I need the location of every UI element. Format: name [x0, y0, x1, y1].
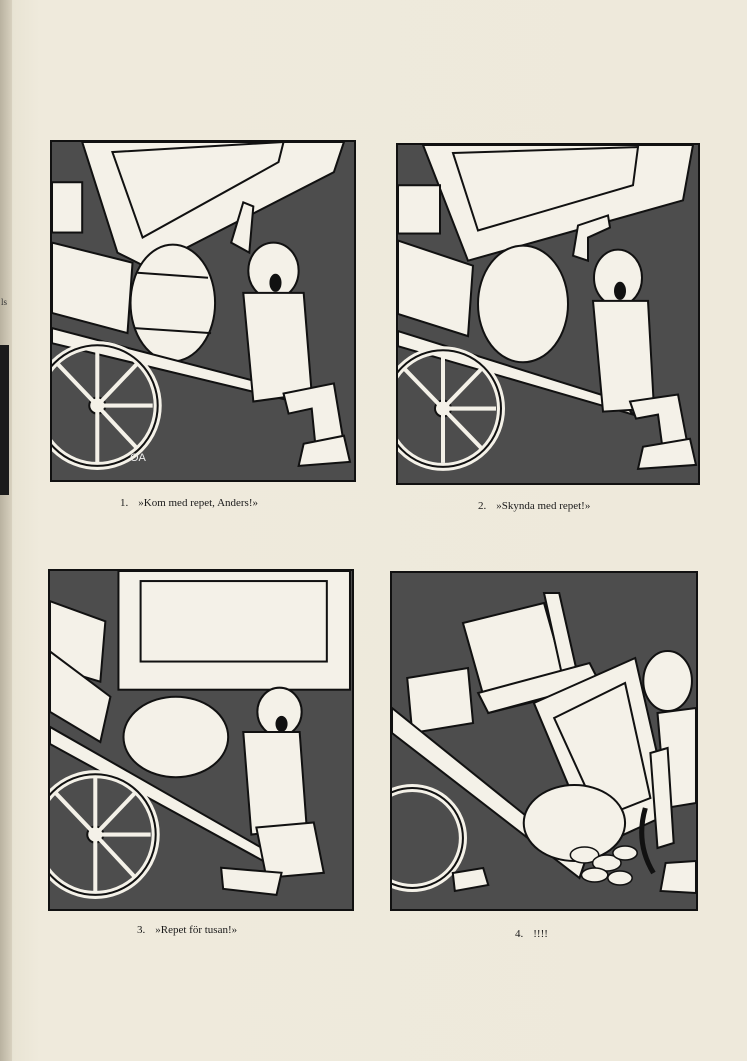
panel-1-illustration: [52, 142, 354, 480]
caption-text: !!!!: [533, 928, 548, 940]
panel-2-illustration: [398, 145, 698, 483]
caption-number: 3.: [137, 924, 146, 936]
artist-signature: OA: [130, 452, 146, 464]
caption-panel-4: 4.!!!!: [515, 928, 548, 940]
edge-dark-strip: [0, 345, 9, 495]
caption-text: »Skynda med repet!»: [496, 500, 591, 512]
caption-panel-1: 1. »Kom med repet, Anders!»: [120, 497, 258, 509]
caption-number: 2.: [478, 500, 487, 512]
comic-panel-1: [50, 140, 356, 482]
caption-number: 4.: [515, 928, 524, 940]
panel-3-illustration: [50, 571, 352, 909]
page-binding-shadow: [0, 0, 12, 1061]
caption-panel-3: 3. »Repet för tusan!»: [137, 924, 237, 936]
caption-text: »Kom med repet, Anders!»: [138, 497, 258, 509]
panel-4-illustration: [392, 573, 696, 909]
caption-text: »Repet för tusan!»: [155, 924, 238, 936]
caption-panel-2: 2. »Skynda med repet!»: [478, 500, 590, 512]
comic-panel-3: [48, 569, 354, 911]
comic-panel-2: [396, 143, 700, 485]
caption-number: 1.: [120, 497, 129, 509]
edge-label: ls: [1, 297, 8, 307]
comic-panel-4: [390, 571, 698, 911]
